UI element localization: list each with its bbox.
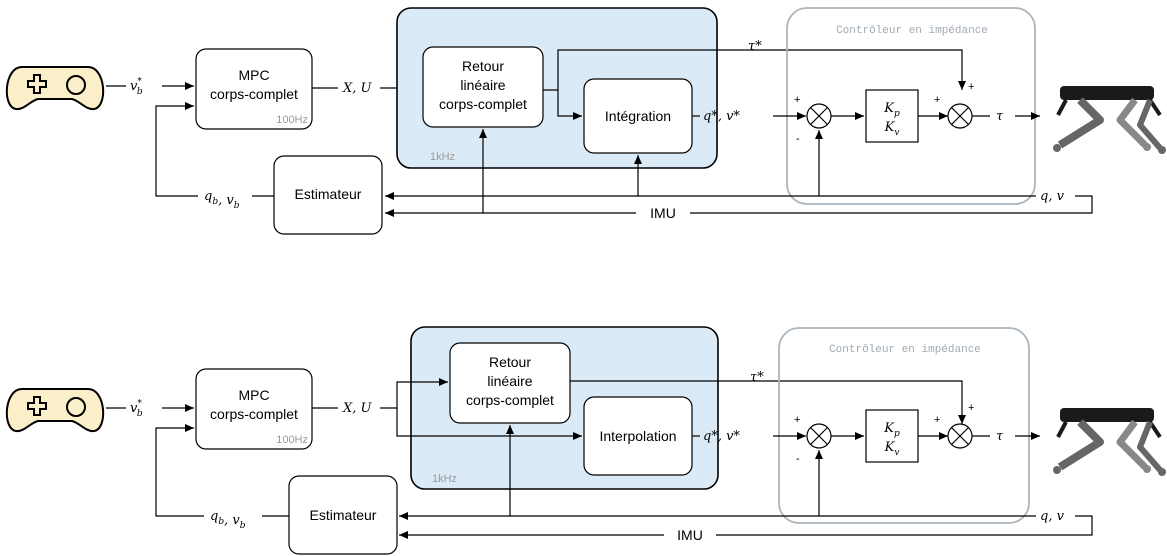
feedback-block xyxy=(449,342,571,424)
interpolation-label: Interpolation xyxy=(599,428,676,444)
mpc-block xyxy=(195,368,313,450)
sign-minus: - xyxy=(796,133,800,145)
mpc-title: MPC xyxy=(238,67,269,83)
fast-loop-rate: 1kHz xyxy=(432,473,457,485)
sum-junction-2 xyxy=(947,423,973,449)
sum-junction-1 xyxy=(806,423,832,449)
feedback-line3: corps-complet xyxy=(439,96,527,112)
imu-label: IMU xyxy=(650,205,676,221)
estimator-block xyxy=(288,475,398,555)
gain-kv: Kv xyxy=(884,440,900,458)
estimator-label: Estimateur xyxy=(310,507,377,523)
joint-state-label: q, v xyxy=(1040,189,1065,204)
impedance-controller-area xyxy=(778,327,1030,524)
gain-kp: Kp xyxy=(883,101,900,119)
gain-kp: Kp xyxy=(883,421,900,439)
quadruped-robot-icon xyxy=(1053,86,1166,154)
sign-plus: + xyxy=(968,402,974,414)
diagram-top: v*b MPC corps-complet 100Hz X, U 1kHz Re… xyxy=(5,7,1166,235)
feedback-block xyxy=(422,46,544,128)
feedback-line1: Retour xyxy=(462,58,504,74)
feedback-line3: corps-complet xyxy=(466,392,554,408)
velocity-command-label: v*b xyxy=(130,77,143,97)
joint-state-label: q, v xyxy=(1040,509,1065,524)
feedback-line2: linéaire xyxy=(487,373,532,389)
mpc-title: MPC xyxy=(238,387,269,403)
reference-label: q*, v* xyxy=(703,109,740,124)
sign-plus: + xyxy=(794,94,800,106)
gain-block xyxy=(865,409,919,463)
sign-minus: - xyxy=(796,453,800,465)
quadruped-robot-icon xyxy=(1053,408,1166,476)
impedance-controller-area xyxy=(786,7,1036,205)
torque-ff-label: τ* xyxy=(748,39,762,54)
sign-plus: + xyxy=(934,414,940,426)
reference-label: q*, v* xyxy=(703,429,740,444)
torque-label: τ xyxy=(996,429,1004,444)
sum-junction-2 xyxy=(947,103,973,129)
impedance-controller-title: Contrôleur en impédance xyxy=(836,25,988,37)
integration-label: Intégration xyxy=(605,108,671,124)
sum-junction-1 xyxy=(806,103,832,129)
gamepad-icon xyxy=(5,388,105,433)
sign-plus: + xyxy=(968,81,974,93)
mpc-block xyxy=(195,48,313,130)
estimator-label: Estimateur xyxy=(295,186,362,202)
state-input-label: X, U xyxy=(342,401,373,416)
gamepad-icon xyxy=(5,66,105,111)
impedance-controller-title: Contrôleur en impédance xyxy=(829,344,981,356)
base-state-label: qb, vb xyxy=(204,189,240,211)
feedback-line2: linéaire xyxy=(460,77,505,93)
estimator-block xyxy=(273,155,383,235)
sign-plus: + xyxy=(934,94,940,106)
torque-label: τ xyxy=(996,109,1004,124)
sign-plus: + xyxy=(794,414,800,426)
mpc-subtitle: corps-complet xyxy=(210,406,298,422)
diagram-bottom: v*b MPC corps-complet 100Hz X, U 1kHz Re… xyxy=(5,326,1166,555)
feedback-line1: Retour xyxy=(489,354,531,370)
gain-kv: Kv xyxy=(884,120,900,138)
mpc-rate: 100Hz xyxy=(276,434,308,446)
torque-ff-label: τ* xyxy=(750,370,764,385)
base-state-label: qb, vb xyxy=(210,509,246,531)
fast-loop-rate: 1kHz xyxy=(430,151,455,163)
velocity-command-label: v*b xyxy=(130,399,143,419)
mpc-rate: 100Hz xyxy=(276,114,308,126)
mpc-subtitle: corps-complet xyxy=(210,86,298,102)
imu-label: IMU xyxy=(677,527,703,543)
state-input-label: X, U xyxy=(342,81,373,96)
